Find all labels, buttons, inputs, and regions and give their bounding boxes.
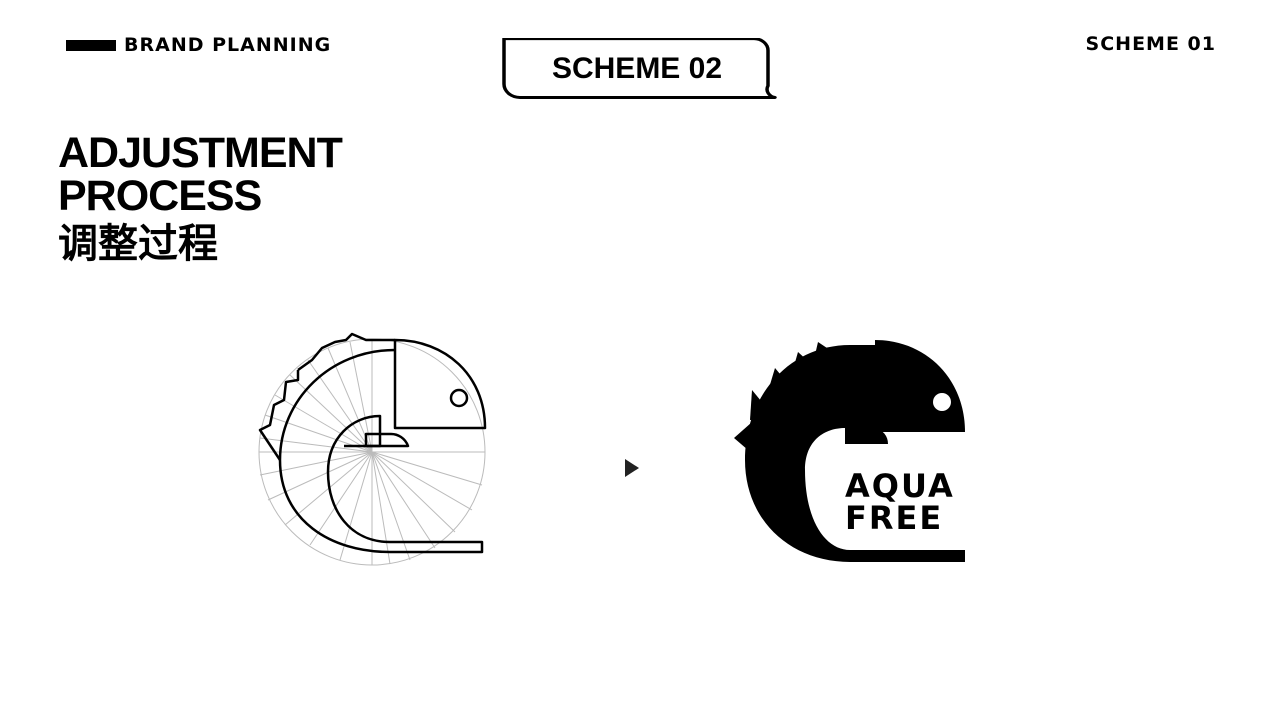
arrow-right-icon xyxy=(624,458,640,482)
construction-sketch-icon xyxy=(258,332,487,566)
chameleon-logo-icon xyxy=(734,340,965,562)
scheme-corner-label: SCHEME 01 xyxy=(1085,33,1216,55)
chameleon-logo xyxy=(720,320,980,574)
header-bar xyxy=(66,39,116,51)
brand-planning-header: BRAND PLANNING xyxy=(66,34,331,56)
title-chinese: 调整过程 xyxy=(58,221,218,267)
scheme-badge: SCHEME 02 xyxy=(502,38,777,113)
chameleon-construction-sketch xyxy=(240,320,500,574)
title-line-1: ADJUSTMENT xyxy=(58,129,343,177)
title-line-2: PROCESS xyxy=(58,172,262,220)
wordmark-line-2: FREE xyxy=(845,499,944,537)
section-heading: ADJUSTMENT PROCESS 调整过程 xyxy=(58,129,343,268)
speech-bubble-icon xyxy=(502,38,777,99)
logo-wordmark: AQUA FREE xyxy=(845,470,955,534)
scheme-badge-label: SCHEME 02 xyxy=(551,52,723,85)
brand-planning-label: BRAND PLANNING xyxy=(124,34,332,56)
wordmark-line-1: AQUA xyxy=(845,467,955,505)
